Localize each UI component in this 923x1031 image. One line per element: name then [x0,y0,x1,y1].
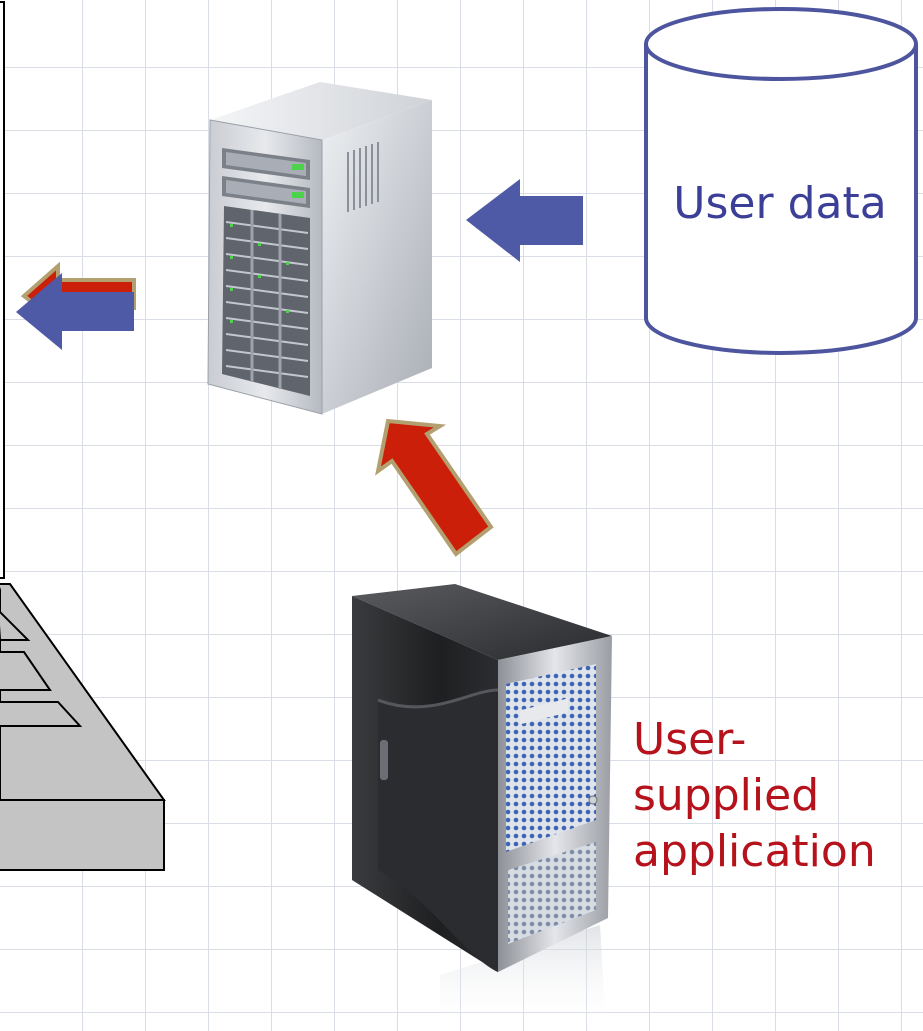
arrow-db-to-server [466,179,583,262]
arrow-app-to-server [375,418,494,557]
arrow-server-to-left-blue [16,273,134,350]
application-label-line: User- [633,714,747,765]
user-data-database [644,7,918,355]
server-light-icon [207,82,432,415]
application-label: User- supplied application [633,712,918,880]
left-panel-box [0,1,5,579]
server-dark-icon [352,584,612,1030]
partial-device-shape [0,583,166,871]
application-label-line: supplied [633,770,820,821]
application-label-line: application [633,826,876,877]
database-label: User data [673,178,887,229]
